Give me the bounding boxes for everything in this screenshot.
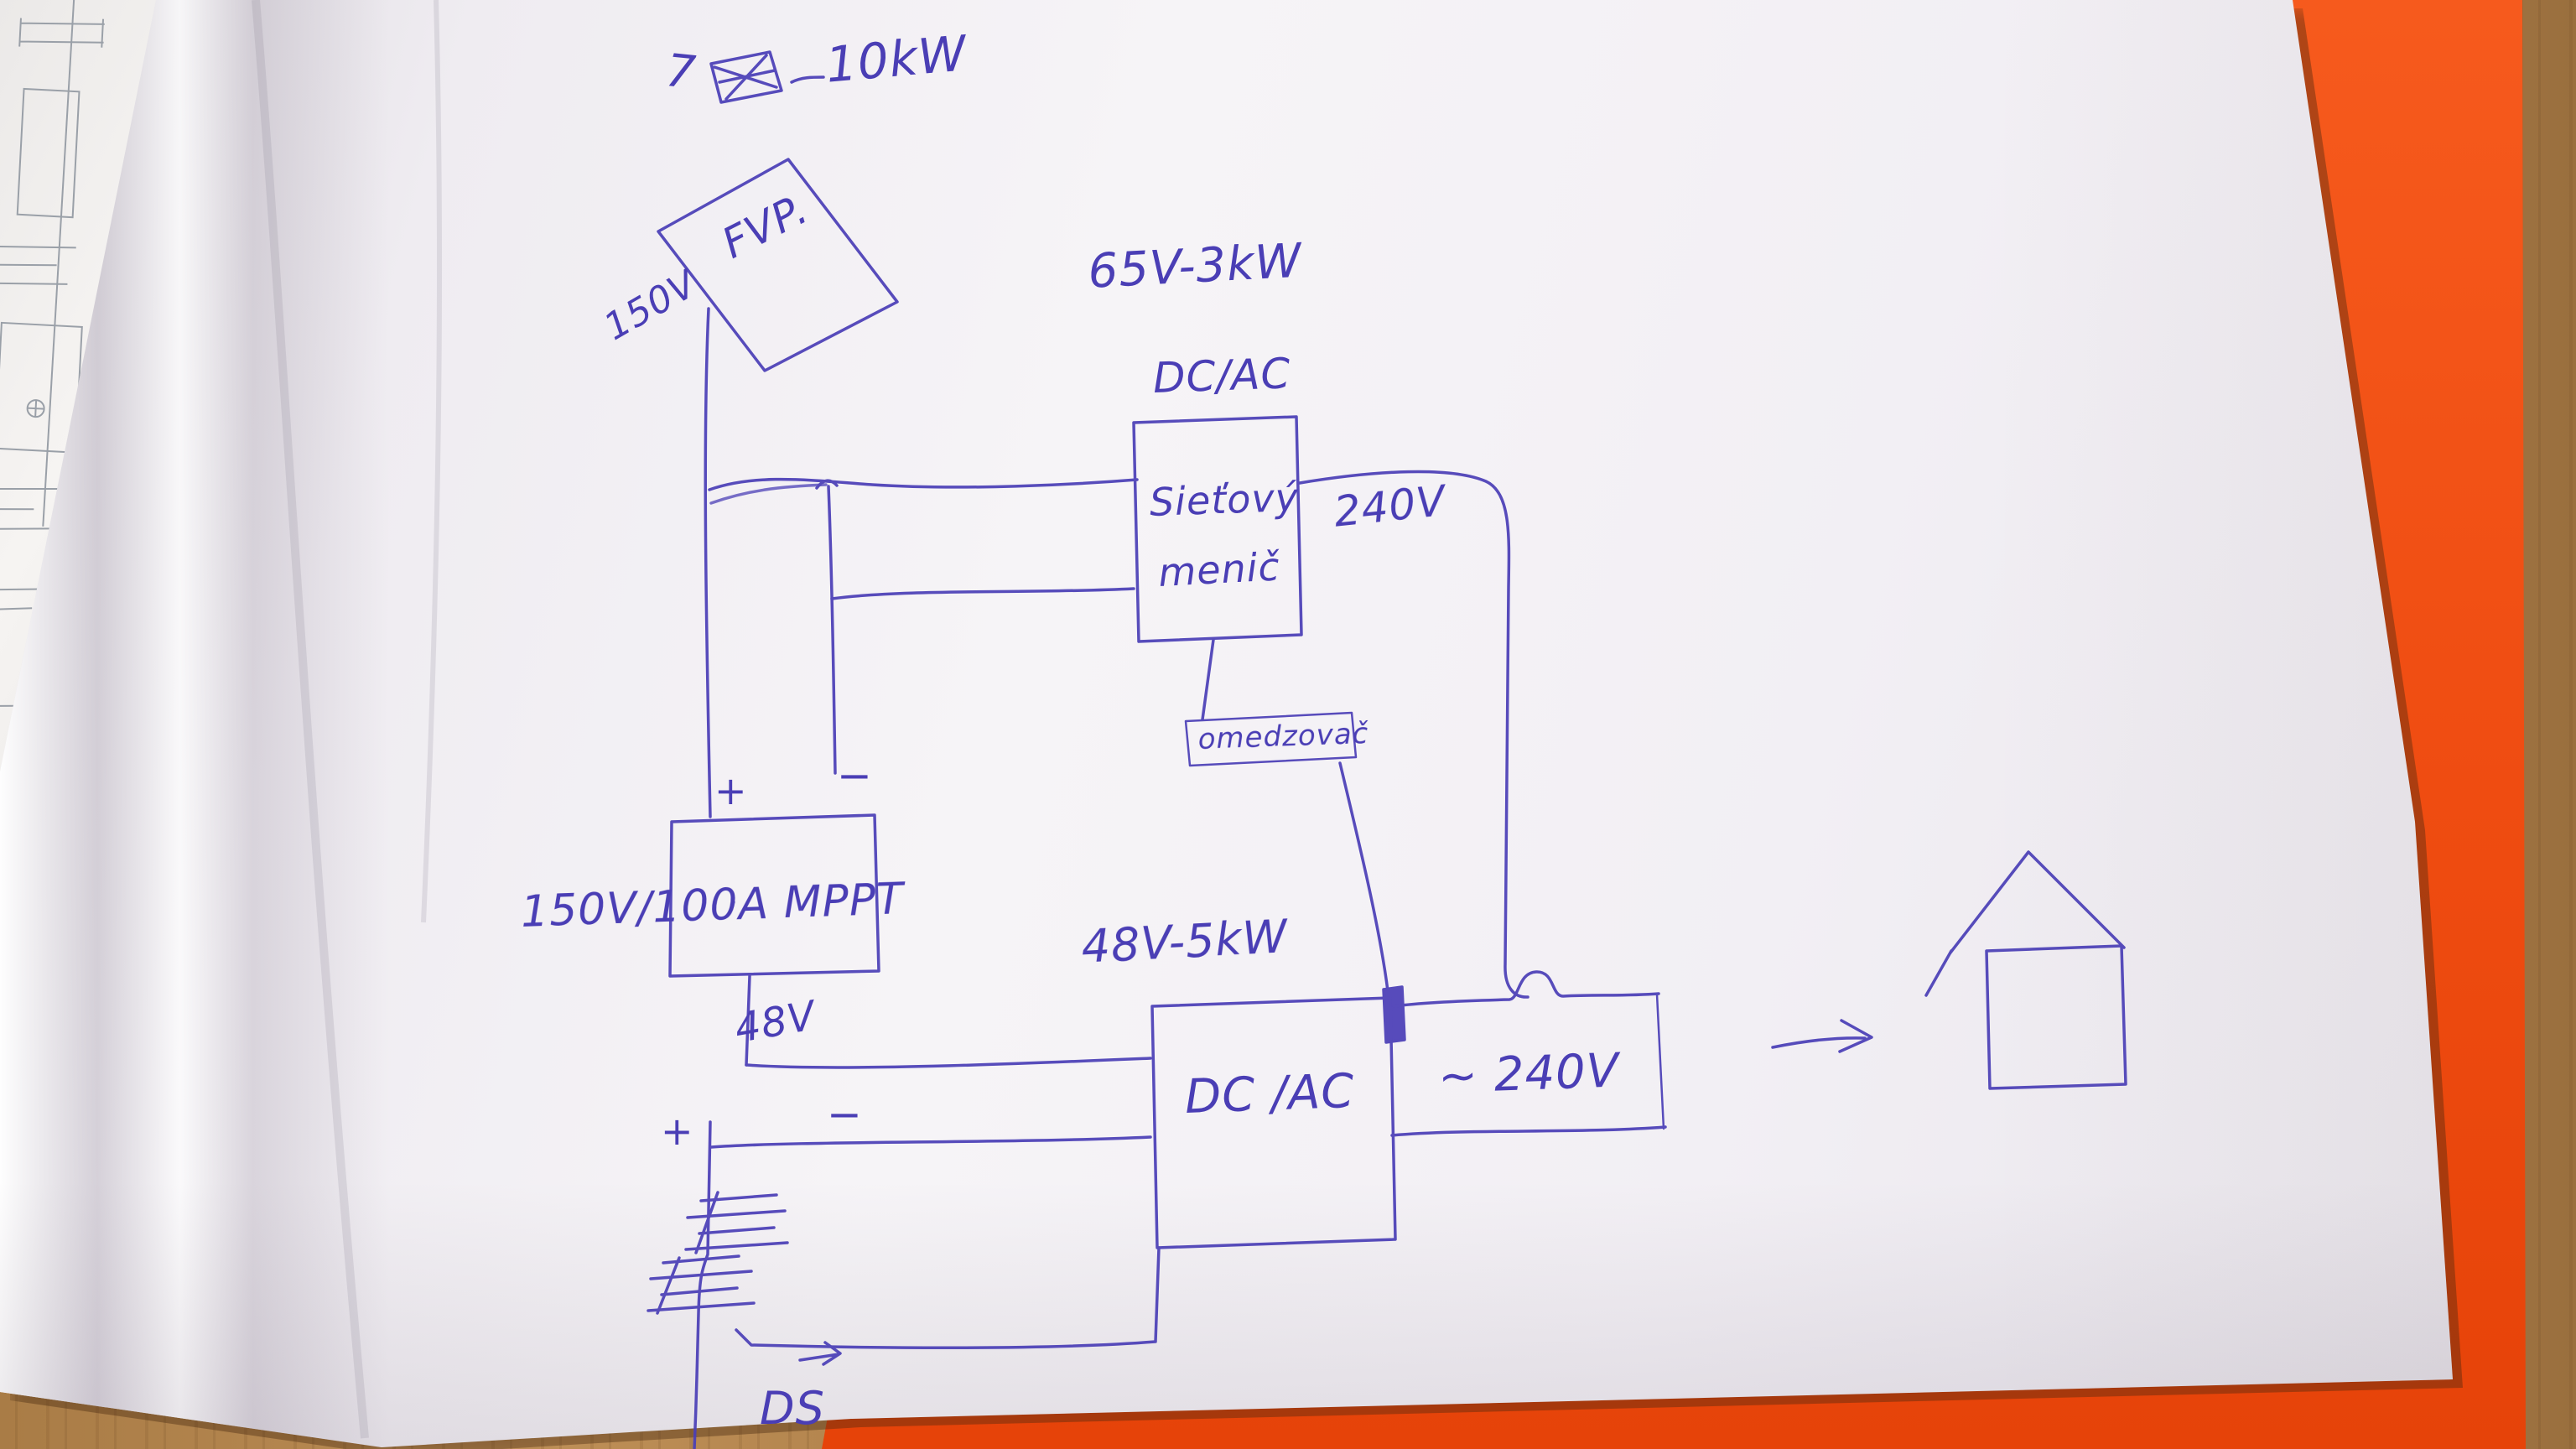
battery-inverter-rating-label: 48V-5kW (1080, 910, 1290, 974)
pv-minus-label: − (837, 751, 873, 800)
pv-plus-label: + (714, 768, 748, 813)
limiter-label: omedzovač (1197, 716, 1370, 756)
battery-wiring (693, 974, 1152, 1449)
grid-inverter-box (1132, 415, 1303, 643)
pv-wiring (704, 307, 1139, 818)
arrow-right-icon (1771, 1019, 1873, 1053)
panel-count-label: 7 (663, 44, 699, 100)
battery-icon (647, 1191, 789, 1315)
ac-output-bus (1390, 970, 1667, 1137)
paper-crease-lines (252, 0, 443, 1439)
battery-minus-label: − (827, 1090, 863, 1139)
house-icon (1924, 850, 2127, 1090)
grid-inverter-name-line2: menič (1157, 543, 1281, 595)
battery-inverter-type-label: DC /AC (1184, 1063, 1356, 1124)
pv-array-icon (709, 50, 783, 104)
pv-panel-outline (657, 158, 899, 372)
battery-plus-label: + (661, 1109, 694, 1154)
dash-stroke (790, 75, 825, 84)
battery-inverter-box (1150, 996, 1397, 1249)
grid-inverter-type-label: DC/AC (1152, 349, 1292, 402)
limiter-branch (1184, 638, 1389, 993)
output-voltage-label: ~ 240V (1437, 1043, 1621, 1104)
disconnect-switch-label: DS (760, 1382, 825, 1435)
grid-240v-wire (1298, 470, 1530, 999)
battery-return-wire (735, 1246, 1161, 1350)
grid-inverter-rating-label: 65V-3kW (1087, 233, 1304, 299)
grid-inverter-name-line1: Sieťový (1149, 474, 1300, 525)
output-connector (1382, 985, 1406, 1044)
small-arrow-icon (798, 1341, 842, 1366)
mppt-box (668, 813, 880, 978)
